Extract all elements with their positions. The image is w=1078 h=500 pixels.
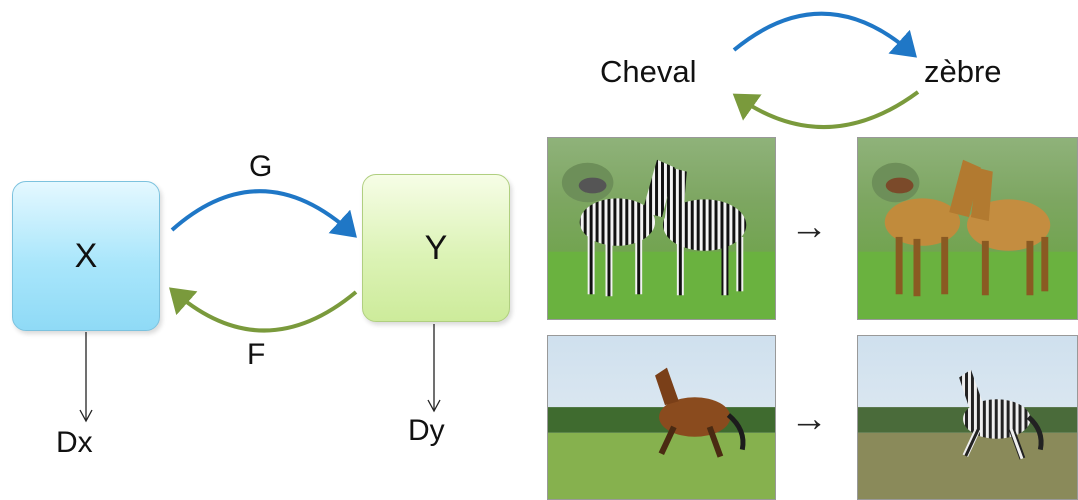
horse-input-photo (547, 335, 776, 500)
source-domain-label: Cheval (600, 54, 697, 89)
domain-x-box: X (12, 181, 160, 331)
discriminator-y-label: Dy (408, 414, 445, 447)
discriminator-x-label: Dx (56, 426, 93, 459)
zebra-output-photo (857, 335, 1078, 500)
domain-x-label: X (74, 236, 98, 275)
mapping-g-label: G (249, 150, 273, 183)
horses-output-photo (857, 137, 1078, 320)
domain-y-label: Y (424, 228, 448, 267)
cycle-arrow-backward (732, 90, 920, 129)
g-arrow (170, 189, 357, 238)
zebras-input-photo (547, 137, 776, 320)
translation-arrow-bottom: → (790, 398, 828, 440)
mapping-f-label: F (247, 338, 266, 371)
target-domain-label: zèbre (924, 54, 1002, 89)
domain-y-box: Y (362, 174, 510, 322)
f-arrow (169, 287, 358, 333)
translation-arrow-top: → (790, 206, 828, 248)
cycle-arrow-forward (732, 11, 917, 58)
